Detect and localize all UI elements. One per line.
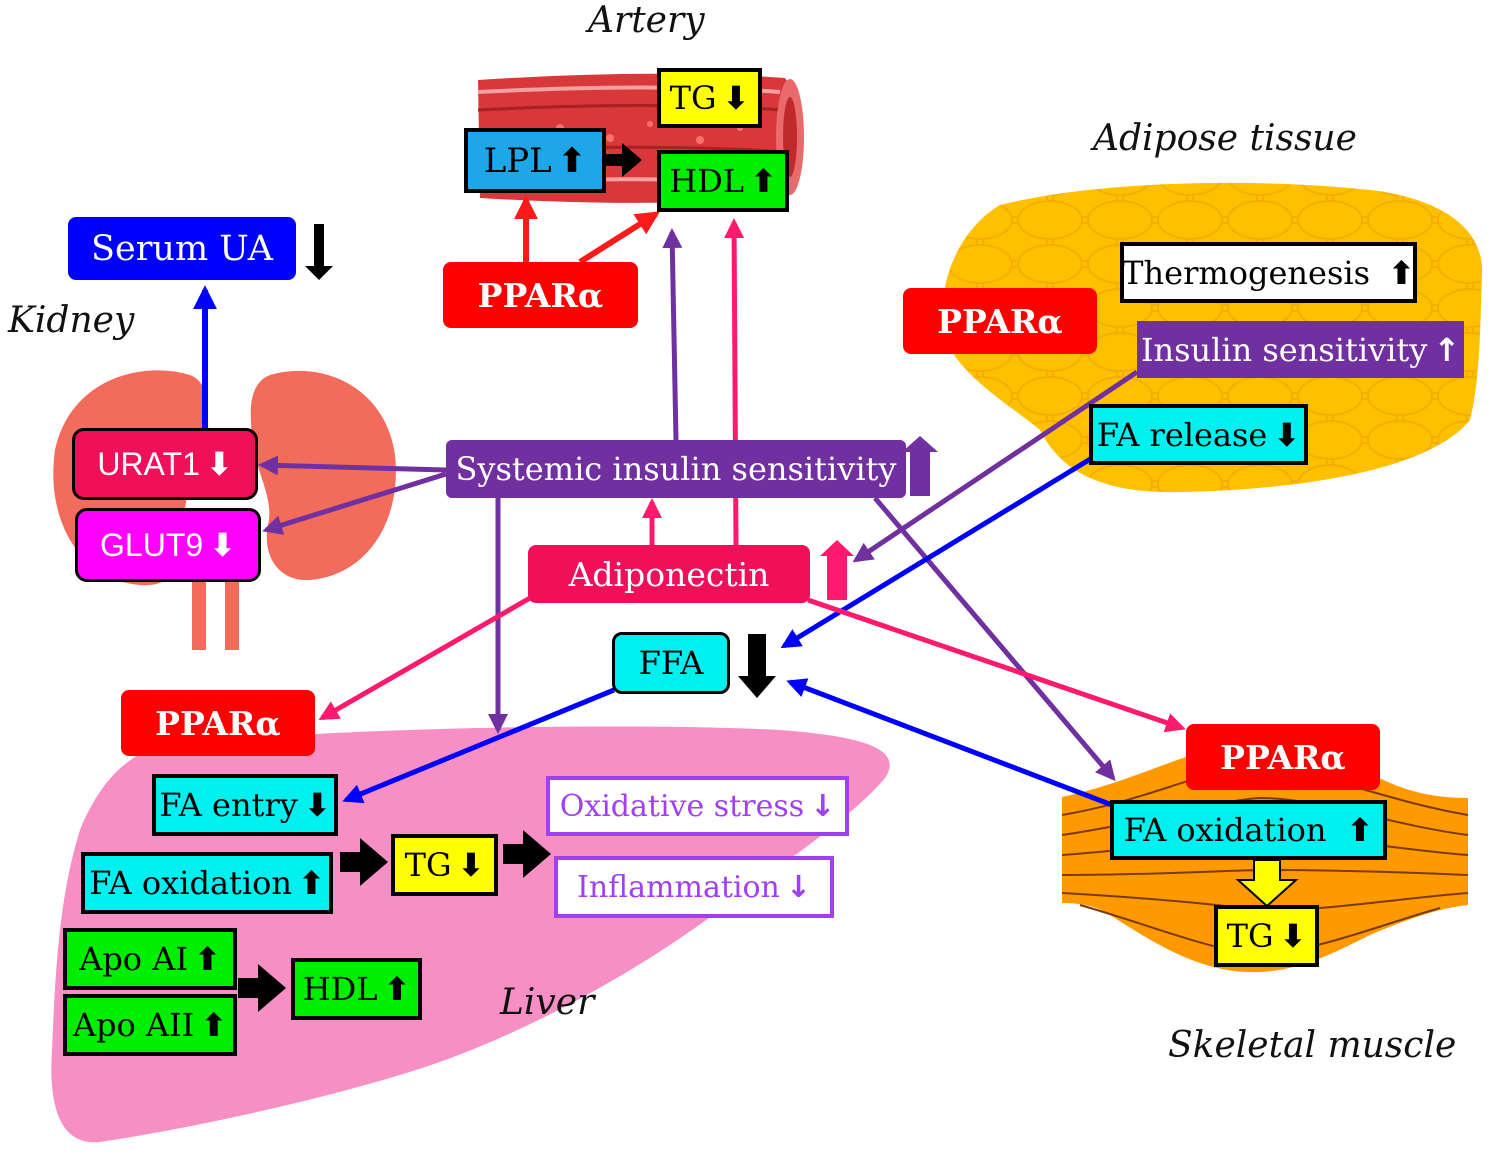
region-label-artery: Artery (588, 0, 705, 41)
apo-ai-label: Apo AI (79, 940, 188, 978)
fa-release-label: FA release (1096, 415, 1268, 454)
adipose-ppar-box: PPARα (903, 288, 1097, 354)
urat1-label: URAT1 (97, 445, 200, 482)
liver-ppar-box: PPARα (121, 690, 315, 756)
muscle-fa-oxidation-box: FA oxidation ⬆ (1110, 800, 1387, 860)
artery-tg-box: TG⬇ (657, 68, 762, 128)
liver-tg-label: TG (404, 846, 452, 884)
artery-hdl-box: HDL⬆ (657, 150, 789, 212)
fa-release-box: FA release⬇ (1089, 404, 1308, 465)
down-arrow-icon: ↓ (810, 788, 836, 824)
region-label-adipose: Adipose tissue (1093, 118, 1357, 159)
down-arrow-icon: ⬇ (205, 445, 233, 483)
up-arrow-icon: ⬆ (1346, 811, 1374, 849)
adipose-ppar-label: PPARα (937, 301, 1063, 341)
liver-ppar-label: PPARα (155, 703, 281, 743)
artery-tg-label: TG (669, 79, 717, 117)
adipose-insulin-sensitivity-label: Insulin sensitivity (1140, 330, 1428, 369)
muscle-yellow-arrow (1235, 859, 1299, 908)
down-arrow-icon: ⬇ (1273, 415, 1301, 454)
ffa-box: FFA (612, 632, 730, 694)
liver-hdl-box: HDL⬆ (291, 958, 422, 1020)
black-arrows (238, 143, 642, 1012)
region-label-muscle: Skeletal muscle (1168, 1025, 1457, 1066)
muscle-ppar-box: PPARα (1186, 724, 1380, 790)
thermogenesis-box: Thermogenesis ⬆ (1120, 242, 1417, 303)
ffa-label: FFA (638, 644, 704, 682)
region-label-kidney: Kidney (8, 300, 135, 341)
side-indicators (305, 224, 938, 698)
fa-entry-label: FA entry (159, 786, 298, 824)
down-arrow-icon: ⬇ (1279, 917, 1307, 955)
liver-fa-oxidation-label: FA oxidation (89, 864, 292, 902)
artery-ppar-label: PPARα (477, 275, 604, 315)
down-arrow-icon: ⬇ (722, 79, 750, 117)
systemic-insulin-sensitivity-label: Systemic insulin sensitivity (455, 450, 897, 488)
muscle-tg-box: TG⬇ (1214, 905, 1319, 967)
liver-tg-box: TG⬇ (391, 834, 498, 896)
down-arrow-icon: ↓ (785, 869, 812, 905)
thermogenesis-label: Thermogenesis (1122, 253, 1371, 292)
inflammation-label: Inflammation (576, 869, 780, 905)
up-arrow-icon: ⬆ (557, 140, 587, 181)
up-arrow-icon: ⬆ (750, 162, 777, 200)
down-arrow-icon: ⬇ (303, 786, 331, 824)
oxidative-stress-box: Oxidative stress↓ (546, 776, 849, 836)
liver-fa-oxidation-box: FA oxidation⬆ (81, 852, 333, 914)
serum-ua-box: Serum UA (68, 217, 296, 280)
muscle-ppar-label: PPARα (1220, 737, 1346, 777)
up-arrow-icon: ⬆ (383, 970, 411, 1008)
down-arrow-icon: ⬇ (457, 846, 485, 884)
inflammation-box: Inflammation↓ (554, 856, 834, 918)
artery-hdl-label: HDL (669, 162, 744, 200)
up-arrow-icon: ⬆ (200, 1006, 228, 1044)
oxidative-stress-label: Oxidative stress (559, 788, 805, 824)
systemic-insulin-sensitivity-box: Systemic insulin sensitivity (446, 440, 906, 498)
glut9-label: GLUT9 (100, 526, 204, 563)
apo-aii-label: Apo AII (72, 1006, 195, 1044)
artery-ppar-box: PPARα (443, 262, 638, 328)
apo-ai-box: Apo AI⬆ (63, 928, 237, 990)
liver-hdl-label: HDL (302, 970, 378, 1008)
artery-lpl-box: LPL⬆ (464, 128, 606, 193)
fa-entry-box: FA entry⬇ (152, 774, 338, 836)
adiponectin-box: Adiponectin (528, 545, 810, 603)
muscle-tg-label: TG (1226, 917, 1274, 955)
serum-ua-label: Serum UA (91, 228, 273, 269)
region-label-liver: Liver (500, 982, 595, 1023)
muscle-fa-oxidation-label: FA oxidation (1123, 811, 1327, 849)
adipose-insulin-sensitivity-box: Insulin sensitivity↑ (1137, 321, 1464, 378)
up-arrow-icon: ⬆ (193, 940, 221, 978)
up-arrow-icon: ↑ (1433, 330, 1461, 369)
up-arrow-icon: ⬆ (1388, 253, 1415, 292)
apo-aii-box: Apo AII⬆ (63, 994, 237, 1056)
urat1-box: URAT1⬇ (72, 428, 258, 500)
up-arrow-icon: ⬆ (297, 864, 325, 902)
down-arrow-icon: ⬇ (209, 526, 236, 564)
glut9-box: GLUT9⬇ (75, 508, 261, 582)
artery-lpl-label: LPL (483, 140, 552, 181)
adiponectin-label: Adiponectin (568, 554, 770, 594)
